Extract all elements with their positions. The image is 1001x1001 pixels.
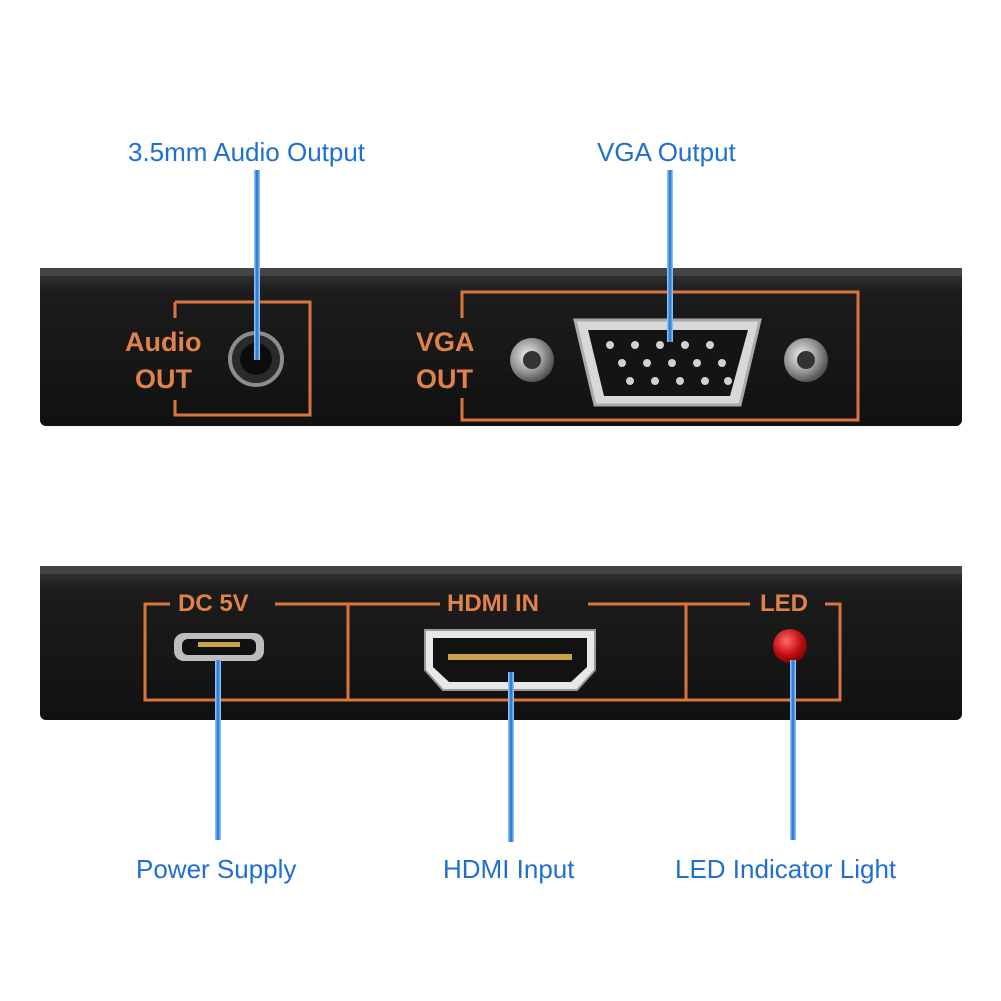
label-vga: VGA [416, 327, 475, 357]
top-device-edge [40, 268, 962, 276]
top-device-panel [40, 268, 962, 426]
callout-audio-output: 3.5mm Audio Output [128, 137, 366, 167]
bottom-frame [143, 602, 842, 702]
audio-frame [173, 300, 312, 417]
label-led: LED [760, 590, 808, 617]
vga-callout-line [667, 170, 673, 342]
label-hdmi-in: HDMI IN [447, 590, 539, 617]
vga-frame [460, 290, 860, 422]
hdmi-callout-line [508, 672, 514, 842]
label-dc-5v: DC 5V [178, 590, 249, 617]
power-callout-line [215, 660, 221, 840]
label-audio: Audio [125, 327, 202, 357]
callout-hdmi-input: HDMI Input [443, 854, 575, 884]
callout-led-indicator: LED Indicator Light [675, 854, 897, 884]
bottom-device-panel [40, 566, 962, 720]
vga-pins [606, 341, 732, 385]
callout-vga-output: VGA Output [597, 137, 736, 167]
audio-callout-line [254, 170, 260, 360]
led-callout-line [790, 660, 796, 840]
led-indicator-icon [773, 629, 807, 663]
callout-power-supply: Power Supply [136, 854, 297, 884]
label-vga-out: OUT [416, 364, 473, 394]
label-audio-out: OUT [135, 364, 192, 394]
